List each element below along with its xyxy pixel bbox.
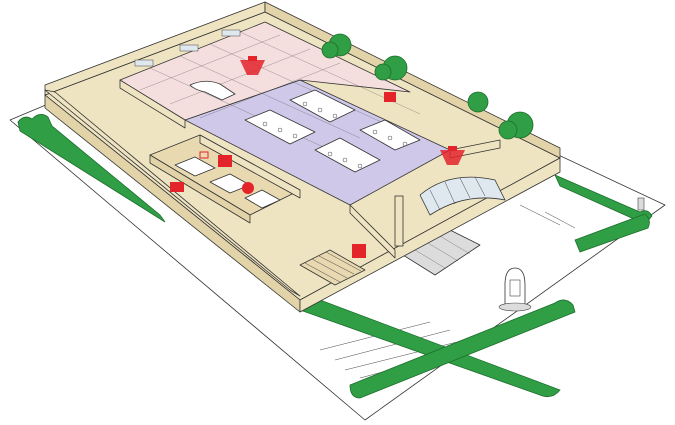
hedge-right bbox=[554, 174, 653, 253]
security-sensor-icon bbox=[242, 182, 254, 194]
security-cameras bbox=[240, 56, 465, 165]
corner-pillar bbox=[637, 197, 645, 211]
reception-counter bbox=[189, 80, 236, 101]
tree-icon bbox=[467, 91, 489, 113]
trees bbox=[321, 33, 534, 140]
security-panel-icon bbox=[170, 182, 184, 192]
security-panel-icon bbox=[218, 155, 232, 167]
hedge-icon bbox=[349, 299, 576, 399]
tree-icon bbox=[321, 33, 352, 59]
hedge-icon bbox=[574, 213, 650, 253]
entrance-column bbox=[394, 195, 404, 247]
security-panel-icon bbox=[199, 151, 209, 159]
hedge-left bbox=[17, 114, 166, 223]
office-desks bbox=[174, 156, 281, 209]
back-windows bbox=[134, 29, 241, 67]
tree-icon bbox=[498, 111, 534, 140]
hedge-icon bbox=[17, 114, 166, 223]
glass-canopy-icon bbox=[419, 176, 506, 216]
pergola-icon bbox=[299, 249, 366, 286]
signboard-icon bbox=[498, 267, 532, 312]
tree-icon bbox=[374, 55, 408, 81]
security-panels bbox=[170, 92, 396, 258]
display-tables bbox=[244, 89, 421, 173]
security-panel-icon bbox=[384, 92, 396, 102]
partition-walls bbox=[119, 79, 501, 259]
security-camera-icon bbox=[240, 56, 265, 75]
front-left-wall-top bbox=[44, 89, 301, 297]
security-camera-icon bbox=[440, 146, 465, 165]
security-panel-icon bbox=[352, 244, 366, 258]
